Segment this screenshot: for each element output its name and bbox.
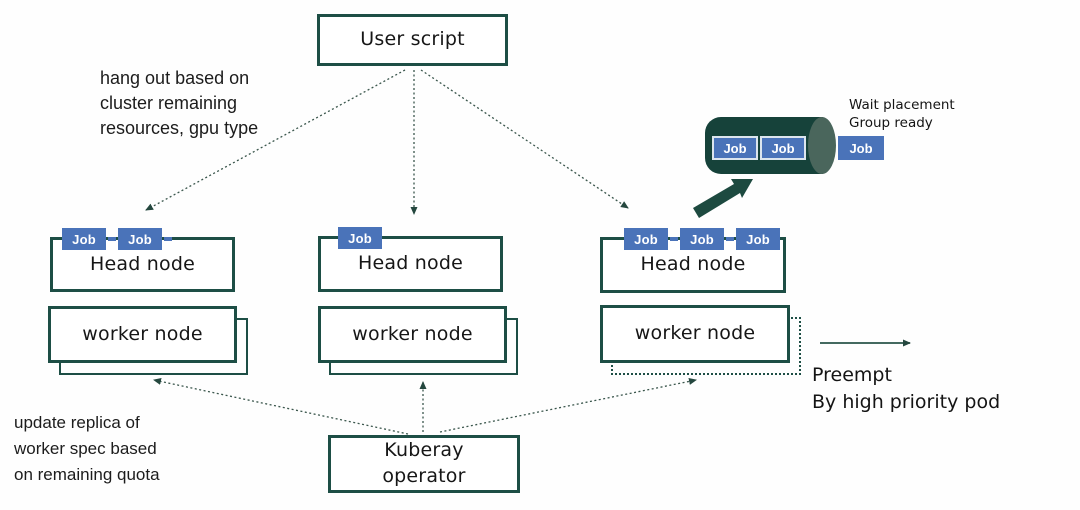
job-badge-row-3: Job Job Job bbox=[624, 228, 780, 250]
job-badge: Job bbox=[736, 228, 780, 250]
annotation-update-replica: update replica of worker spec based on r… bbox=[14, 413, 160, 484]
worker-node-label: worker node bbox=[352, 322, 473, 345]
job-badge: Job bbox=[62, 228, 106, 250]
job-connector-dash bbox=[108, 237, 116, 241]
user-script-node: User script bbox=[317, 14, 508, 66]
worker-node-front-box: worker node bbox=[48, 306, 237, 363]
user-script-label: User script bbox=[360, 28, 465, 51]
head-node-2: Job Head node bbox=[318, 227, 503, 292]
job-badge: Job bbox=[118, 228, 162, 250]
arrow-user-to-head3 bbox=[420, 69, 629, 209]
worker-node-stack-3: worker node bbox=[600, 305, 801, 375]
placement-group-cylinder-cap bbox=[808, 117, 836, 174]
head-node-3: Job Job Job Head node bbox=[600, 228, 786, 293]
head-node-1: Job Job Head node bbox=[50, 228, 235, 292]
arrow-kuberay-to-worker3 bbox=[439, 377, 697, 433]
kuberay-operator-node: Kuberay operator bbox=[328, 435, 520, 493]
annotation-wait-placement: Wait placement Group ready bbox=[849, 97, 955, 131]
job-connector-dash bbox=[726, 237, 734, 241]
placement-group-job-badge: Job bbox=[712, 136, 758, 160]
worker-node-front-box: worker node bbox=[600, 305, 790, 363]
placement-arrow-icon bbox=[693, 179, 753, 218]
job-badge-row-1: Job Job bbox=[62, 228, 174, 250]
incoming-job-badge: Job bbox=[838, 136, 884, 160]
job-connector-dash bbox=[670, 237, 678, 241]
worker-node-label: worker node bbox=[82, 322, 203, 345]
worker-node-stack-2: worker node bbox=[318, 306, 518, 375]
annotation-hang-out: hang out based on cluster remaining reso… bbox=[100, 68, 259, 138]
job-badge: Job bbox=[338, 227, 382, 249]
kuberay-operator-label: Kuberay operator bbox=[382, 439, 466, 487]
job-badge: Job bbox=[680, 228, 724, 250]
annotation-preempt: Preempt By high priority pod bbox=[812, 364, 1001, 413]
worker-node-front-box: worker node bbox=[318, 306, 507, 363]
job-badge: Job bbox=[624, 228, 668, 250]
arrow-kuberay-to-worker1 bbox=[153, 378, 409, 435]
placement-group-job-badge: Job bbox=[760, 136, 806, 160]
worker-node-label: worker node bbox=[634, 322, 756, 345]
head-node-label: Head node bbox=[358, 252, 463, 275]
job-badge-row-2: Job bbox=[338, 227, 382, 249]
job-connector-dash bbox=[164, 237, 172, 241]
worker-node-stack-1: worker node bbox=[48, 306, 248, 375]
head-node-label: Head node bbox=[90, 252, 195, 275]
head-node-label: Head node bbox=[640, 253, 746, 276]
